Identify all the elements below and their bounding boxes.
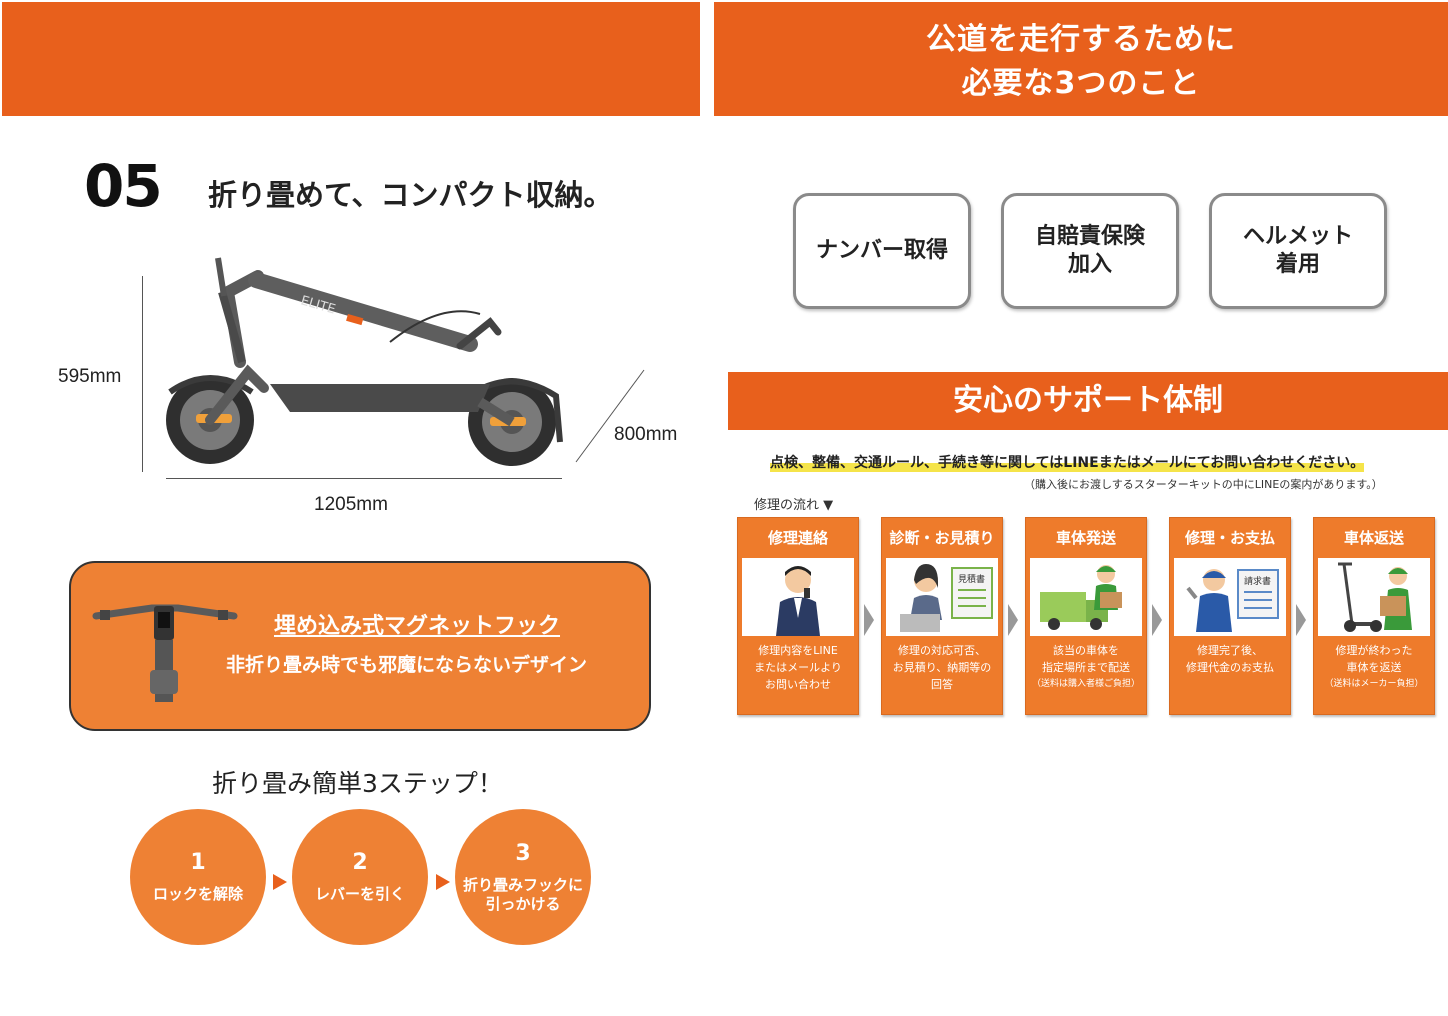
step-number: 1 xyxy=(190,850,206,875)
feature-number: 05 xyxy=(84,152,163,220)
person-phone-icon xyxy=(742,558,854,636)
handlebar-image xyxy=(92,604,238,702)
step-label: 折り畳みフックに引っかける xyxy=(462,875,583,913)
magnet-hook-title: 埋め込み式マグネットフック xyxy=(274,614,561,639)
flow-step-payment: 修理・お支払 請求書 修理完了後、 修理代金のお支払 xyxy=(1169,517,1291,715)
banner-title-line1: 公道を走行するために xyxy=(926,22,1236,57)
support-highlight-text: 点検、整備、交通ルール、手続き等に関してはLINEまたはメールにてお問い合わせく… xyxy=(770,452,1365,472)
delivery-truck-icon xyxy=(1030,558,1142,636)
step-arrow-icon xyxy=(436,874,450,890)
depth-dimension-line xyxy=(575,369,645,463)
step-1: 1 ロックを解除 xyxy=(130,809,266,945)
left-top-banner xyxy=(2,2,700,116)
flow-step-title: 修理連絡 xyxy=(767,529,828,547)
scooter-return-icon xyxy=(1318,558,1430,636)
height-dimension: 595mm xyxy=(58,366,122,387)
requirement-number-plate: ナンバー取得 xyxy=(793,193,971,309)
support-title: 安心のサポート体制 xyxy=(953,383,1223,418)
estimate-paper-text: 見積書 xyxy=(958,573,985,585)
height-dimension-line xyxy=(142,276,143,472)
flow-step-estimate: 診断・お見積り 見積書 修理の対応可否、 お見積り、納期等の 回答 xyxy=(881,517,1003,715)
right-top-banner: 公道を走行するために 必要な3つのこと xyxy=(714,2,1448,116)
step-number: 3 xyxy=(515,840,531,866)
flow-arrow-icon xyxy=(1008,604,1018,636)
length-dimension: 1205mm xyxy=(314,494,388,515)
steps-title: 折り畳み簡単3ステップ！ xyxy=(212,769,503,798)
step-number: 2 xyxy=(352,850,368,875)
support-banner: 安心のサポート体制 xyxy=(728,372,1448,430)
requirement-insurance: 自賠責保険加入 xyxy=(1001,193,1179,309)
banner-title-line2: 必要な3つのこと xyxy=(961,66,1201,101)
step-arrow-icon xyxy=(273,874,287,890)
depth-dimension: 800mm xyxy=(614,424,678,445)
magnet-hook-subtitle: 非折り畳み時でも邪魔にならないデザイン xyxy=(226,654,588,676)
repair-flow-label: 修理の流れ ▼ xyxy=(754,498,834,513)
flow-step-contact: 修理連絡 修理内容をLINE またはメールより お問い合わせ xyxy=(737,517,859,715)
invoice-paper-text: 請求書 xyxy=(1244,575,1271,587)
operator-laptop-icon: 見積書 xyxy=(886,558,998,636)
flow-arrow-icon xyxy=(1296,604,1306,636)
step-label: ロックを解除 xyxy=(152,885,243,903)
flow-arrow-icon xyxy=(864,604,874,636)
support-note: （購入後にお渡しするスターターキットの中にLINEの案内があります。） xyxy=(1024,478,1383,491)
flow-arrow-icon xyxy=(1152,604,1162,636)
flow-step-title: 修理・お支払 xyxy=(1184,529,1275,547)
feature-title: 折り畳めて、コンパクト収納。 xyxy=(208,178,613,212)
folded-scooter-image: ELITE xyxy=(166,257,563,466)
flow-step-title: 車体返送 xyxy=(1343,529,1404,547)
flow-step-title: 診断・お見積り xyxy=(889,529,995,547)
step-2: 2 レバーを引く xyxy=(292,809,428,945)
requirement-helmet: ヘルメット着用 xyxy=(1209,193,1387,309)
step-label: レバーを引く xyxy=(314,885,405,903)
length-dimension-line xyxy=(166,478,562,479)
flow-step-ship: 車体発送 該当の車体を 指定場所まで配送 （送料は購入者様ご負担） xyxy=(1025,517,1147,715)
mechanic-invoice-icon: 請求書 xyxy=(1174,558,1286,636)
flow-step-title: 車体発送 xyxy=(1055,529,1116,547)
step-3: 3 折り畳みフックに引っかける xyxy=(455,809,591,945)
flow-step-return: 車体返送 修理が終わった 車体を返送 （送料はメーカー負担） xyxy=(1313,517,1435,715)
